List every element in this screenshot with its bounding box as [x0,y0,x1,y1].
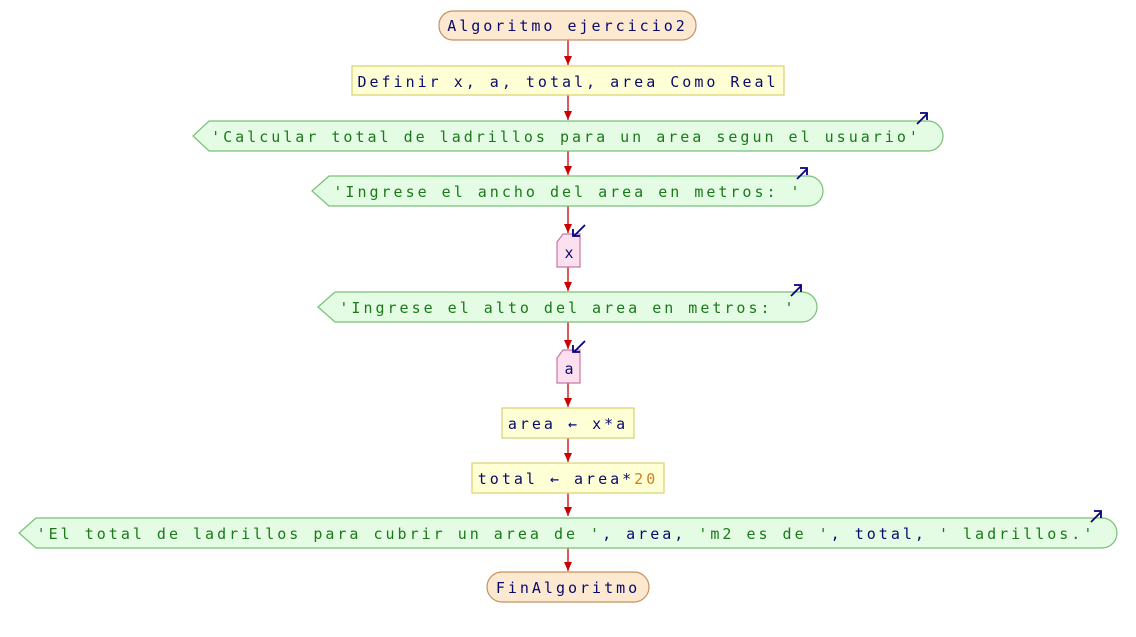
assign-node-2[interactable]: total ← area*20 [471,462,665,494]
assign2-rhs-op: * [622,470,634,488]
end-node[interactable]: FinAlgoritmo [486,571,650,603]
assign2-rhs-num: 20 [634,470,658,488]
output4-str1: 'El total de ladrillos para cubrir un ar… [37,525,602,543]
input1-label: x [564,244,573,262]
start-label: Algoritmo ejercicio2 [447,17,688,35]
output-arrow-icon [916,112,928,125]
output-arrow-icon [1090,510,1102,523]
assign2-label: total ← area*20 [478,470,658,488]
input-arrow-icon [572,340,586,353]
output-node-4[interactable]: 'El total de ladrillos para cubrir un ar… [18,510,1118,549]
output2-label: 'Ingrese el ancho del area en metros: ' [333,183,802,201]
input-node-1[interactable]: x [556,224,586,268]
output-node-3[interactable]: 'Ingrese el alto del area en metros: ' [317,284,818,323]
input-arrow-icon [572,224,586,237]
output4-label: 'El total de ladrillos para cubrir un ar… [37,525,1096,543]
assign1-lhs: area [508,415,556,433]
output-node-1[interactable]: 'Calcular total de ladrillos para un are… [192,112,944,152]
assign2-arrow: ← [550,470,562,488]
assign1-label: area ← x*a [508,415,628,433]
define-label: Definir x, a, total, area Como Real [357,73,778,91]
output4-str3: ' ladrillos.' [939,525,1095,543]
output-arrow-icon [790,284,802,297]
output-node-2[interactable]: 'Ingrese el ancho del area en metros: ' [311,167,824,207]
assign-node-1[interactable]: area ← x*a [501,407,635,439]
end-label: FinAlgoritmo [496,579,640,597]
assign1-rhs: x*a [592,415,628,433]
output3-label: 'Ingrese el alto del area en metros: ' [339,299,796,317]
output4-var1: , area, [602,525,698,543]
define-node[interactable]: Definir x, a, total, area Como Real [351,65,785,96]
input-node-2[interactable]: a [556,340,586,384]
output4-str2: 'm2 es de ' [698,525,830,543]
assign2-lhs: total [478,470,538,488]
assign2-rhs-var: area [574,470,622,488]
output-arrow-icon [796,167,808,180]
output1-label: 'Calcular total de ladrillos para un are… [211,128,921,146]
output4-var2: , total, [831,525,939,543]
start-node[interactable]: Algoritmo ejercicio2 [438,10,697,41]
assign1-arrow: ← [568,415,580,433]
input2-label: a [564,360,573,378]
